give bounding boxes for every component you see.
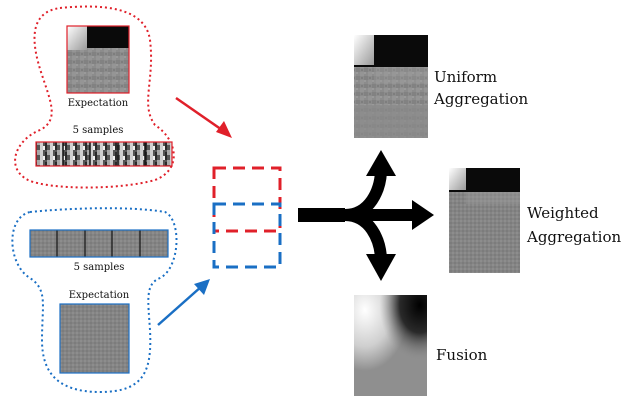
red-expectation-image: [66, 25, 130, 94]
fusion-image: [354, 295, 427, 396]
red-samples-strip: [35, 141, 173, 167]
fusion-label: Fusion: [436, 346, 488, 364]
branching-arrow-heads: [366, 150, 434, 281]
red-samples-label: 5 samples: [73, 125, 124, 136]
uniform-aggregation-image: [354, 35, 428, 138]
weighted-label-line2: Aggregation: [526, 228, 621, 246]
blue-expectation-label: Expectation: [69, 290, 130, 301]
blue-arrow: [157, 279, 210, 326]
weighted-aggregation-image: [449, 168, 520, 273]
uniform-label-line2: Aggregation: [433, 90, 528, 108]
uniform-label-line1: Uniform: [434, 68, 497, 86]
blue-dotted-outline: [11, 207, 178, 394]
red-arrow: [175, 96, 232, 138]
red-expectation-label: Expectation: [68, 98, 129, 109]
blue-samples-strip: [29, 229, 169, 258]
blue-expectation-image: [59, 303, 130, 374]
branching-arrow: [298, 171, 415, 259]
combined-dashed-boxes: [212, 166, 282, 269]
red-dotted-outline: [14, 5, 175, 189]
weighted-label-line1: Weighted: [527, 204, 599, 222]
blue-samples-label: 5 samples: [74, 262, 125, 273]
